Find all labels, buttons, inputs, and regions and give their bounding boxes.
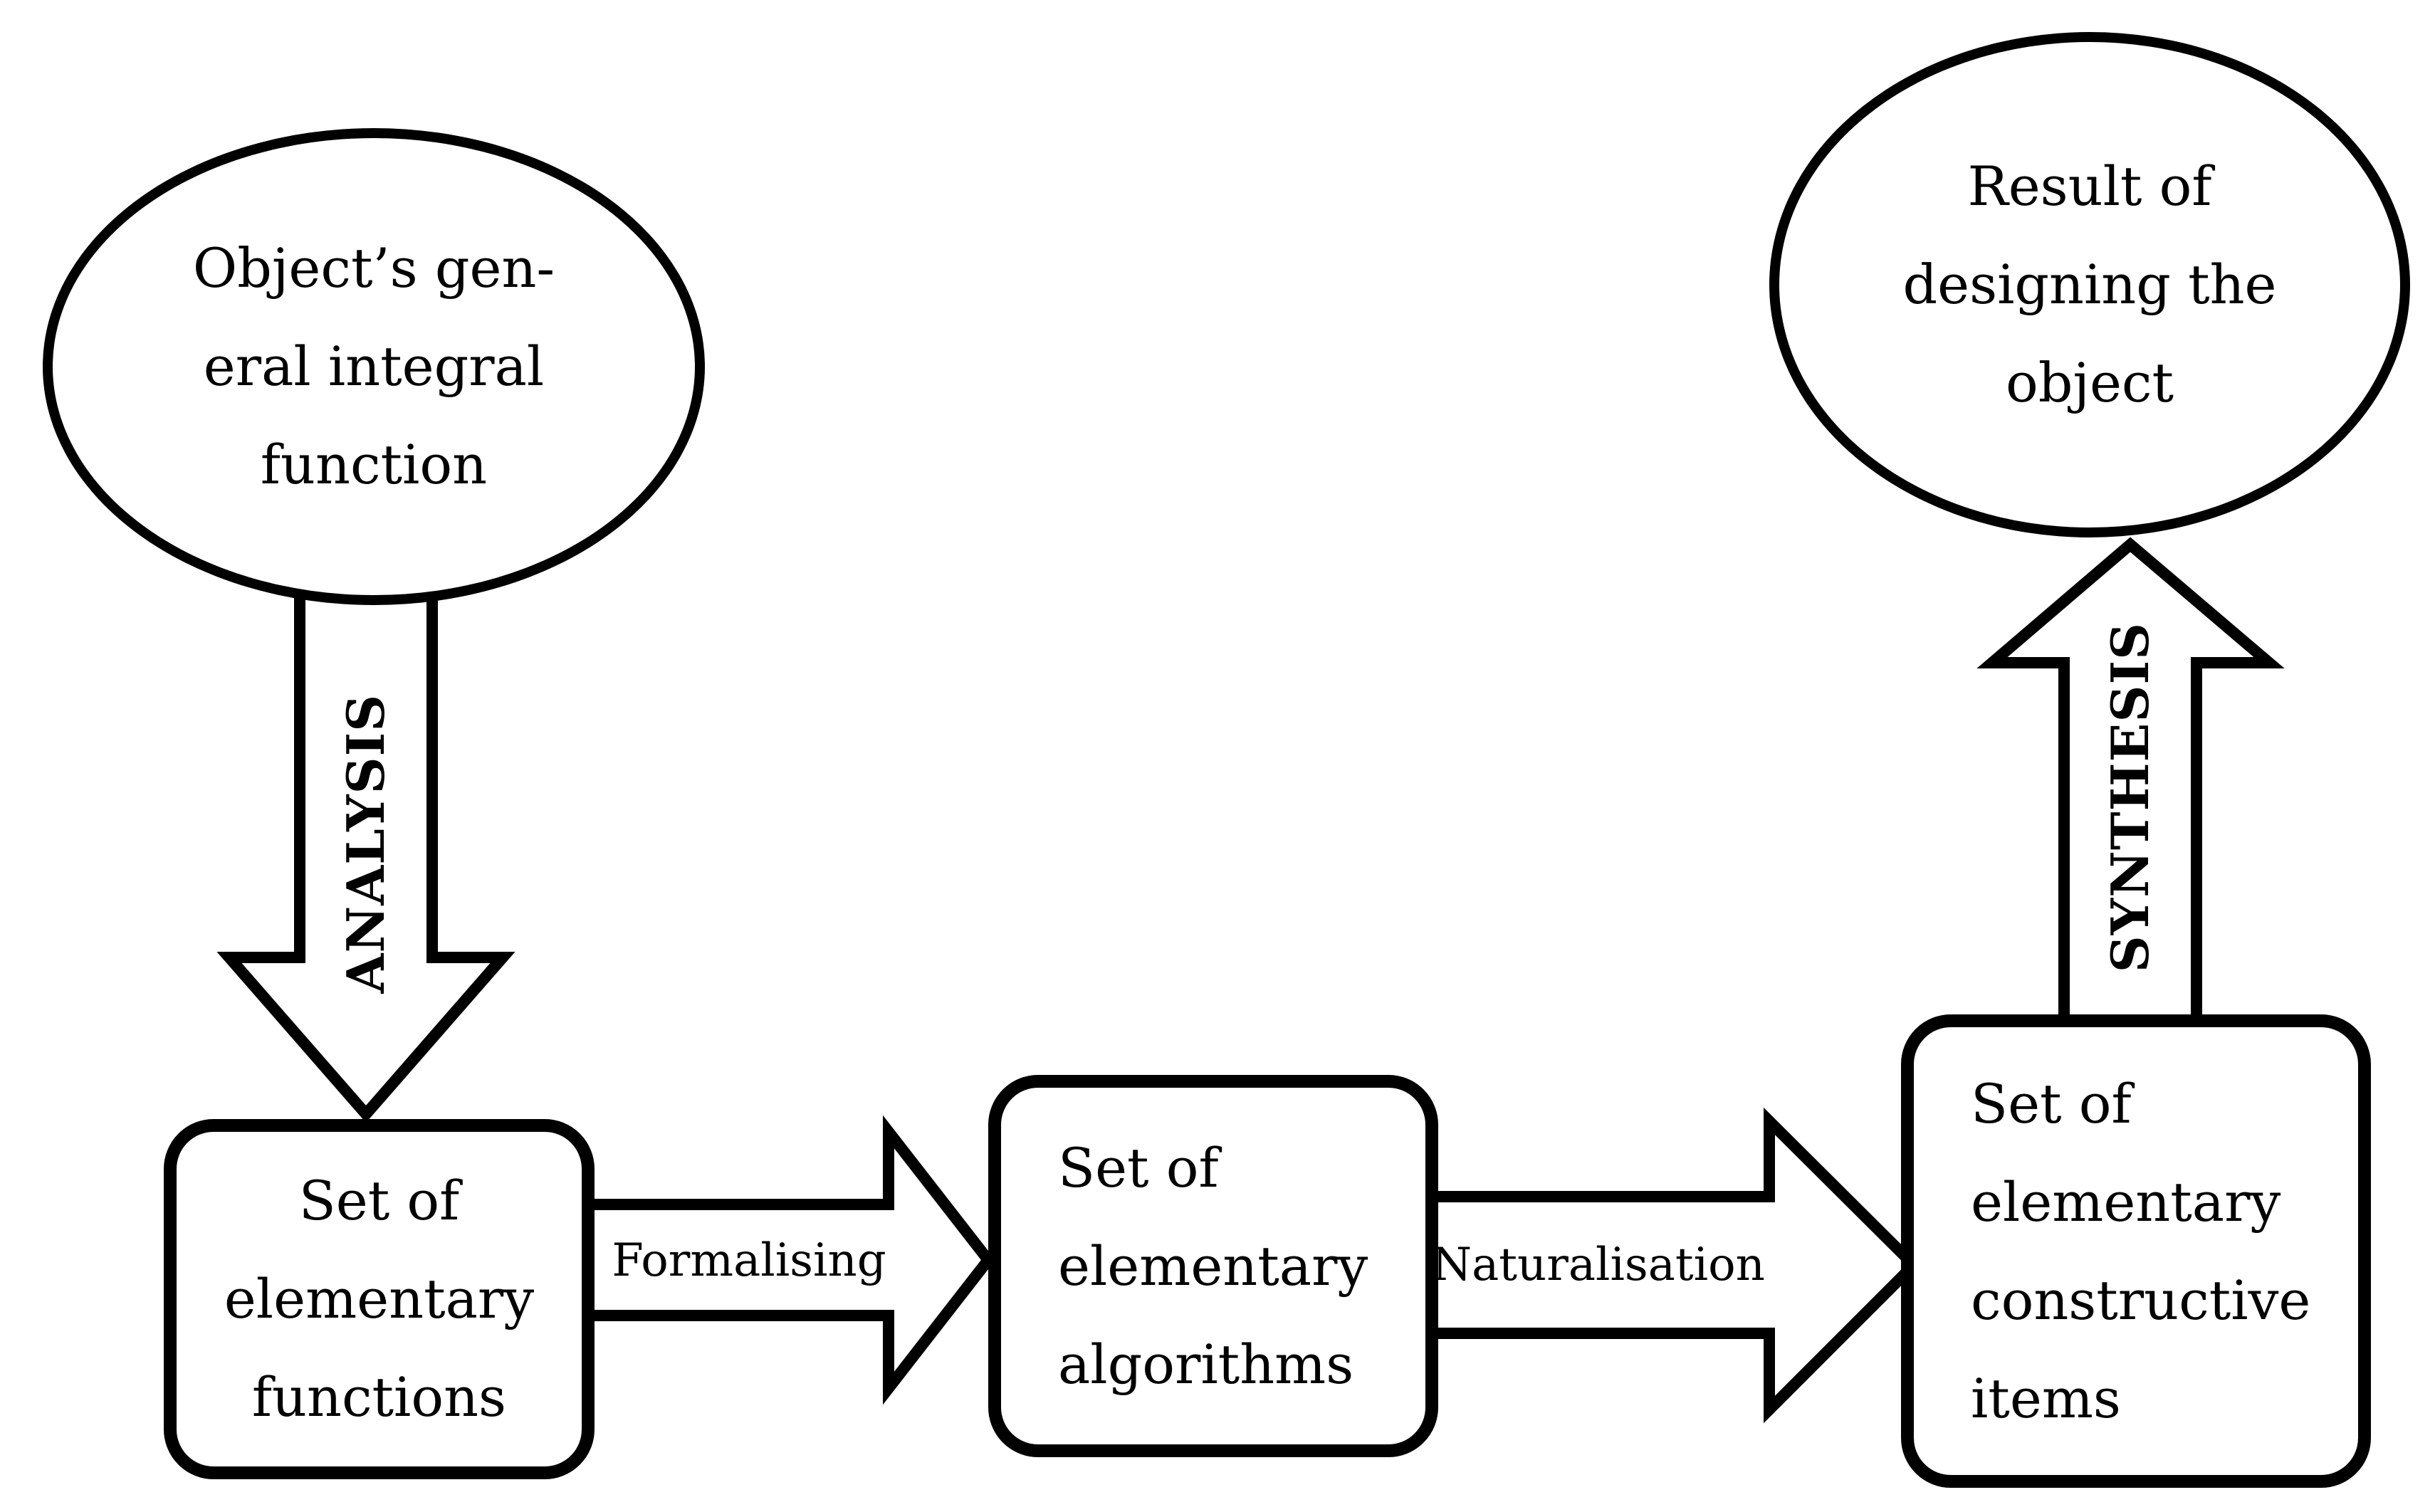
- node-object-general-integral-function-label: Object’s gen- eral integral function: [192, 236, 555, 496]
- naturalisation-arrow-label: Naturalisation: [1432, 1239, 1765, 1291]
- node-set-of-elementary-functions-label: Set of elementary functions: [224, 1169, 535, 1429]
- node-set-of-elementary-algorithms-label: Set of elementary algorithms: [1058, 1135, 1368, 1396]
- synthesis-arrow-label: SYNTHESIS: [2100, 621, 2160, 973]
- node-set-of-elementary-constructive-items: Set of elementary constructive items: [1901, 1014, 2371, 1488]
- formalising-arrow-shape: [582, 1115, 996, 1405]
- node-result-of-designing-the-object: Result of designing the object: [1769, 32, 2410, 537]
- node-set-of-elementary-constructive-items-label: Set of elementary constructive items: [1971, 1071, 2311, 1430]
- node-set-of-elementary-algorithms: Set of elementary algorithms: [988, 1075, 1438, 1457]
- synthesis-arrow-shape: [1976, 537, 2285, 1036]
- formalising-arrow-label: Formalising: [612, 1234, 886, 1287]
- analysis-arrow-label: ANALYSIS: [335, 693, 396, 994]
- node-object-general-integral-function: Object’s gen- eral integral function: [43, 128, 705, 605]
- node-result-of-designing-the-object-label: Result of designing the object: [1902, 154, 2277, 414]
- analysis-arrow-shape: [216, 571, 515, 1123]
- naturalisation-arrow-shape: [1427, 1107, 1922, 1424]
- node-set-of-elementary-functions: Set of elementary functions: [164, 1119, 595, 1479]
